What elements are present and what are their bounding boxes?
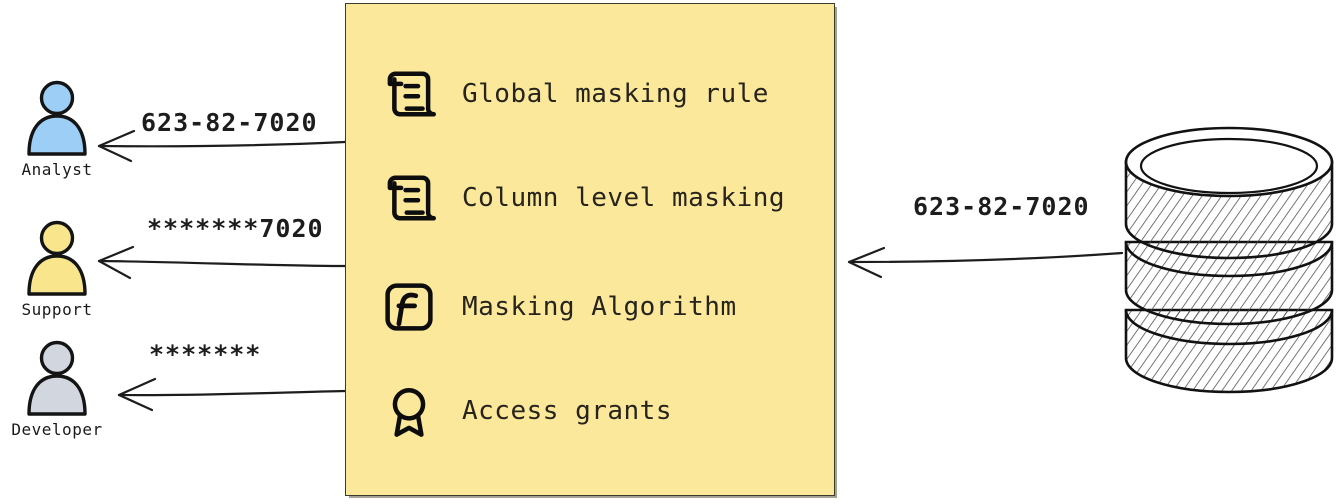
actor-label: Analyst bbox=[21, 160, 93, 179]
arrow-to-analyst bbox=[97, 129, 347, 163]
actor-support[interactable]: Support bbox=[2, 220, 112, 319]
scroll-icon bbox=[387, 71, 436, 117]
function-icon bbox=[385, 283, 433, 331]
actor-developer[interactable]: Developer bbox=[2, 340, 112, 439]
award-icon bbox=[392, 387, 426, 437]
flow-value-support: *******7020 bbox=[147, 214, 324, 243]
flow-value-analyst: 623-82-7020 bbox=[141, 108, 318, 137]
arrow-db-to-card bbox=[847, 246, 1124, 279]
scroll-icon bbox=[387, 175, 436, 221]
person-icon bbox=[21, 220, 93, 298]
arrow-to-developer bbox=[117, 377, 347, 412]
card-row-global-masking-rule[interactable]: Global masking rule bbox=[382, 67, 769, 121]
card-row-access-grants[interactable]: Access grants bbox=[382, 384, 672, 438]
card-row-label: Column level masking bbox=[462, 183, 786, 213]
flow-value-developer: ******* bbox=[149, 340, 262, 369]
actor-label: Developer bbox=[11, 420, 103, 439]
card-row-label: Masking Algorithm bbox=[462, 292, 737, 322]
card-row-column-level-masking[interactable]: Column level masking bbox=[382, 171, 785, 225]
person-icon bbox=[21, 80, 93, 158]
actor-label: Support bbox=[21, 300, 93, 319]
masking-policy-card: Global masking rule Column level masking… bbox=[345, 3, 835, 496]
arrow-to-support bbox=[97, 245, 347, 280]
flow-value-database: 623-82-7020 bbox=[913, 192, 1090, 221]
person-icon bbox=[21, 340, 93, 418]
actor-analyst[interactable]: Analyst bbox=[2, 80, 112, 179]
card-row-masking-algorithm[interactable]: Masking Algorithm bbox=[382, 280, 737, 334]
database-cylinder bbox=[1124, 126, 1334, 394]
card-row-label: Access grants bbox=[462, 396, 672, 426]
card-row-label: Global masking rule bbox=[462, 79, 769, 109]
